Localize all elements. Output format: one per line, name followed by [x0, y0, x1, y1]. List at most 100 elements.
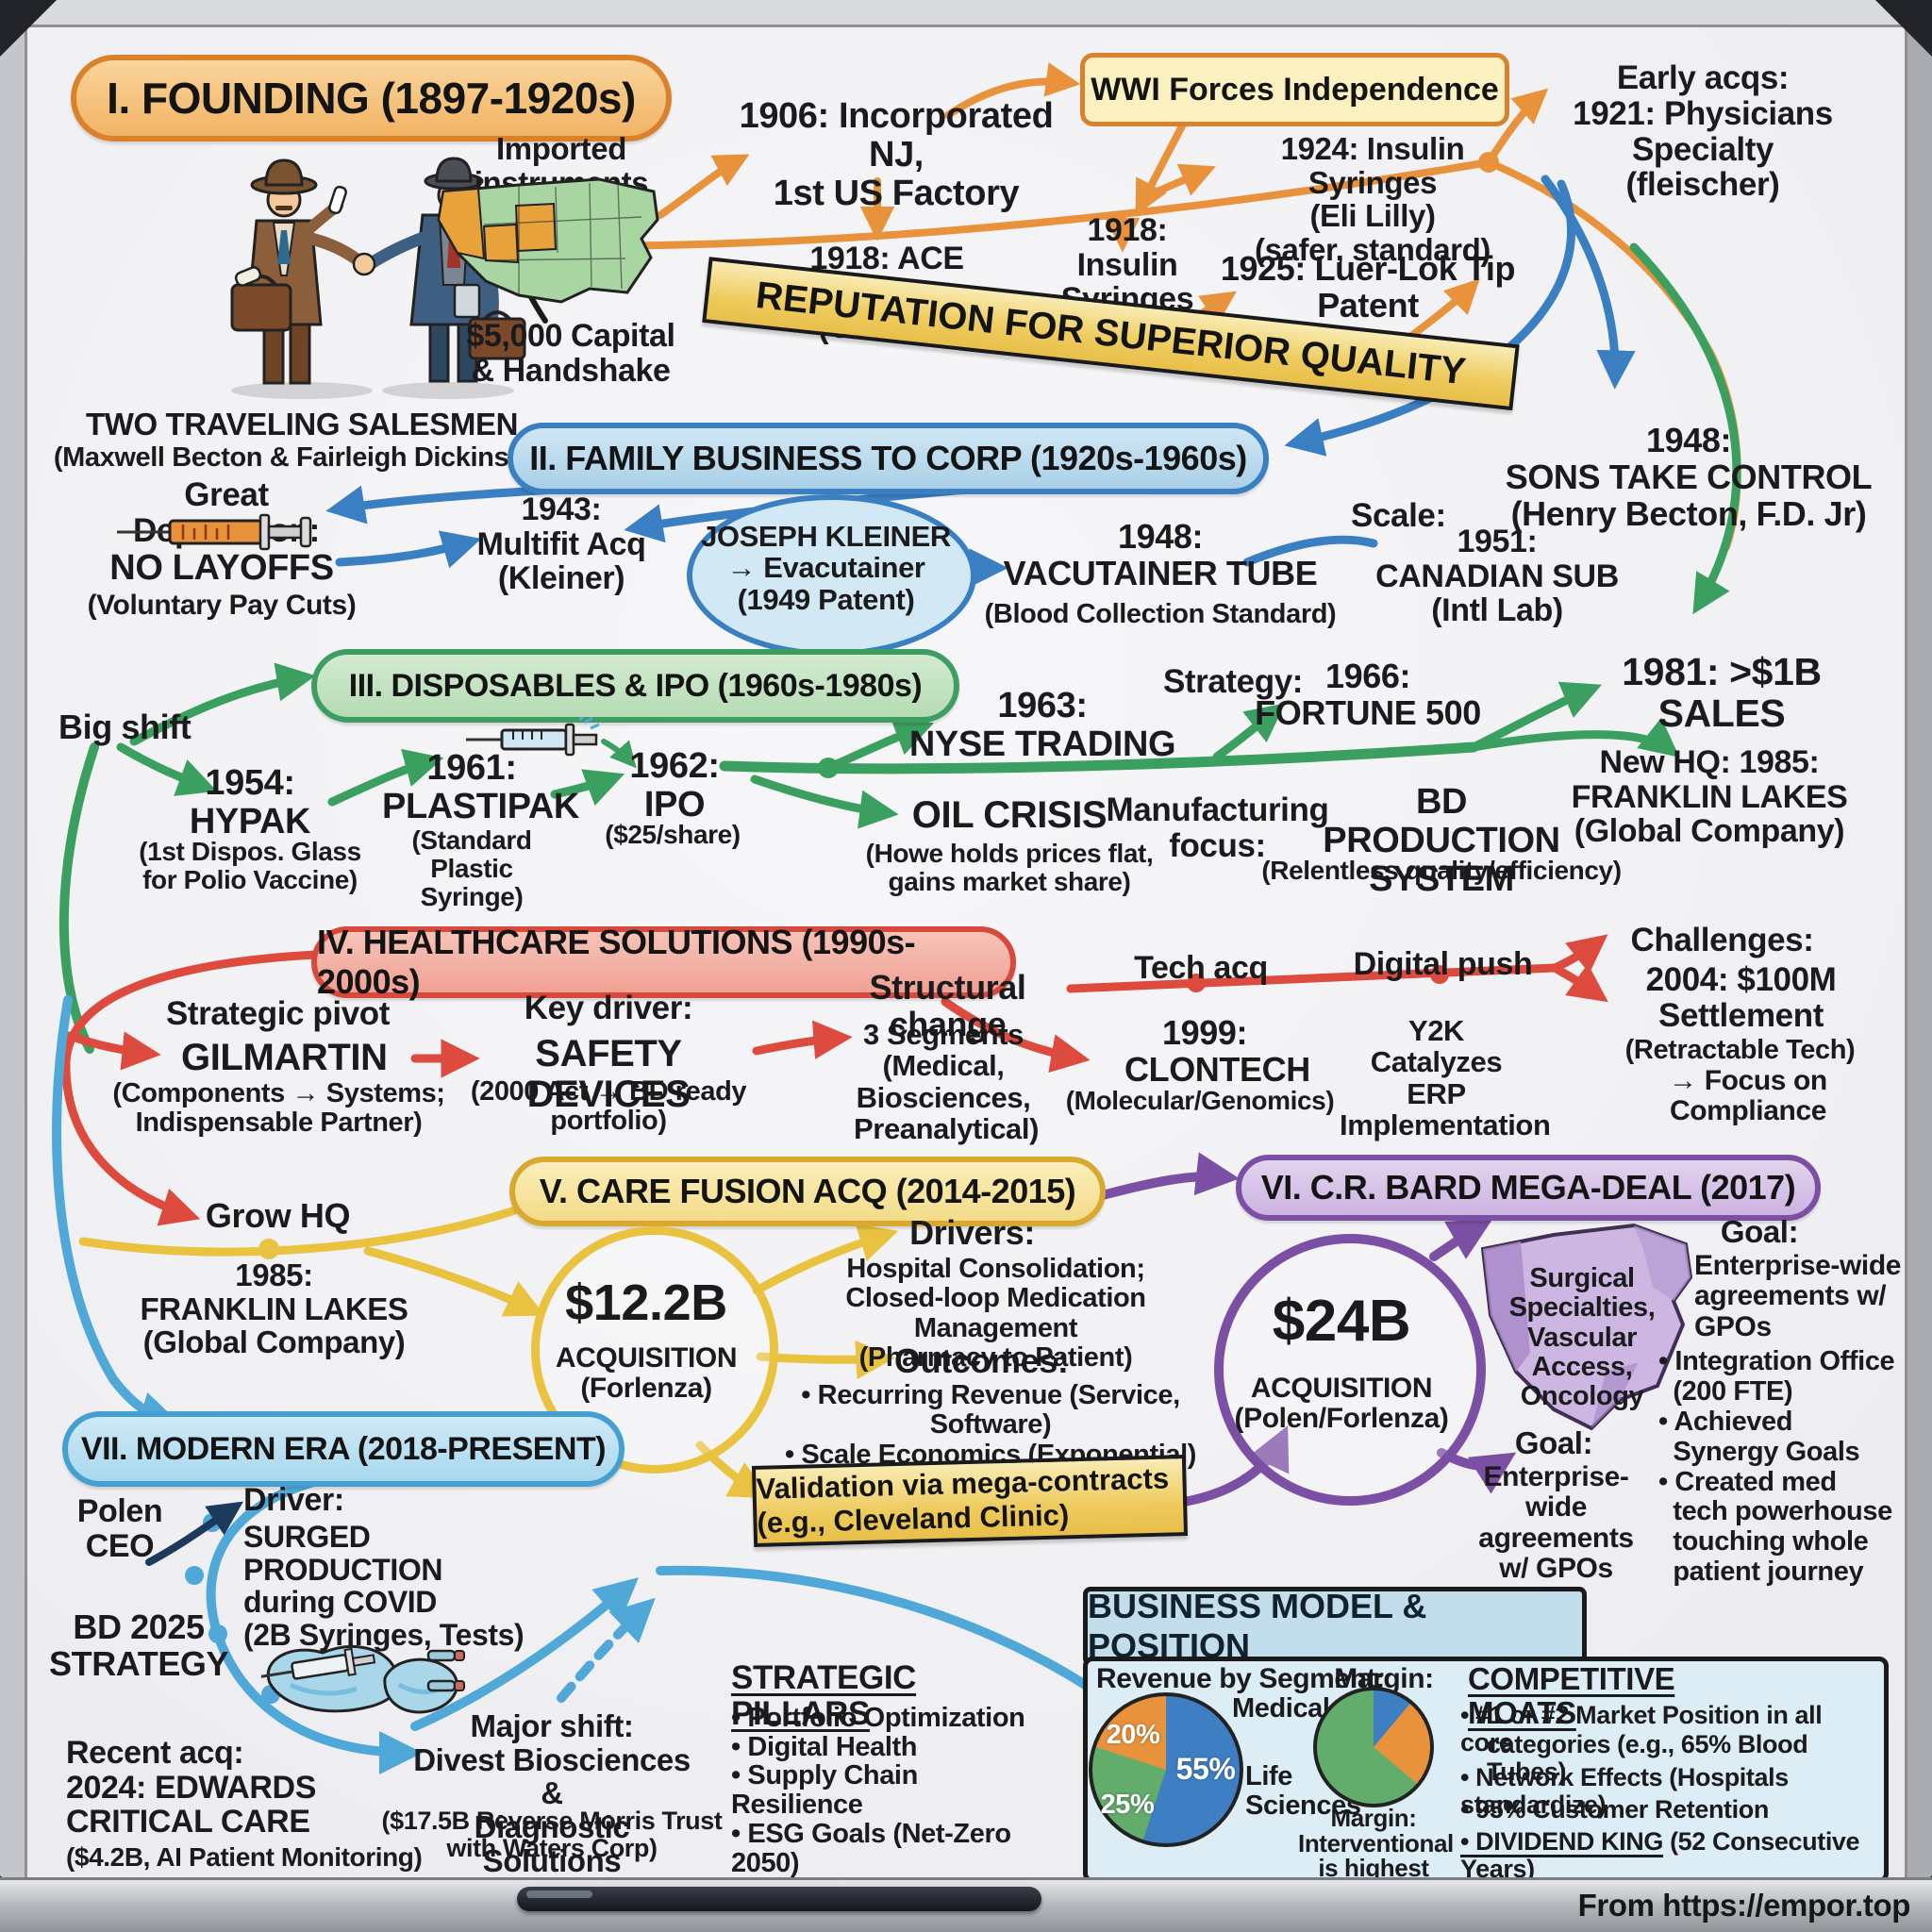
revenue-by-segment-label: Revenue by Segment: — [1096, 1663, 1385, 1694]
moat-customer-retention: • 95% Customer Retention — [1460, 1795, 1769, 1824]
crbard-amount-sub: ACQUISITION (Polen/Forlenza) — [1234, 1373, 1449, 1435]
section-2-family-business-header: II. FAMILY BUSINESS TO CORP (1920s-1960s… — [508, 423, 1269, 494]
dividend-king-label: • DIVIDEND KING — [1460, 1827, 1663, 1856]
business-model-box-title: BUSINESS MODEL & POSITION — [1083, 1587, 1587, 1666]
node-edwards-sub: ($4.2B, AI Patient Monitoring) — [66, 1842, 423, 1872]
label-grow-hq: Grow HQ — [205, 1196, 351, 1235]
section-5-carefusion-header: V. CARE FUSION ACQ (2014-2015) — [509, 1157, 1106, 1226]
node-1948-sons-take-control: 1948: SONS TAKE CONTROL (Henry Becton, F… — [1505, 421, 1873, 533]
section-3-disposables-header: III. DISPOSABLES & IPO (1960s-1980s) — [311, 649, 959, 723]
label-strategic-pivot: Strategic pivot — [165, 995, 391, 1032]
moat-market-position-2: categories (e.g., 65% Blood Tubes) — [1487, 1730, 1808, 1787]
node-plastipak-sub: (Standard Plastic Syringe) — [411, 825, 532, 912]
node-1943-multifit: 1943: Multifit Acq (Kleiner) — [476, 491, 646, 597]
node-focus-compliance: → Focus on Compliance — [1669, 1065, 1827, 1127]
node-gilmartin-sub: (Components → Systems; Indispensable Par… — [112, 1078, 445, 1139]
crbard-amount: $24B — [1272, 1289, 1411, 1354]
node-polen-ceo: Polen CEO — [76, 1493, 163, 1564]
moat-network-effects: • Network Effects (Hospitals standardize… — [1460, 1763, 1789, 1820]
node-1966-fortune500: 1966: FORTUNE 500 — [1255, 657, 1481, 732]
credit-watermark: From https://empor.top — [1577, 1888, 1911, 1923]
node-1924-insulin-syringes: 1924: Insulin Syringes (Eli Lilly) (safe… — [1255, 131, 1491, 267]
node-divest-sub: ($17.5B Reverse Morris Trust with Waters… — [381, 1807, 723, 1863]
label-big-shift: Big shift — [58, 708, 192, 746]
label-key-driver: Key driver: — [524, 990, 693, 1026]
gloves-syringe-icon — [260, 1645, 465, 1714]
section-4-healthcare-header: IV. HEALTHCARE SOLUTIONS (1990s-2000s) — [311, 923, 1016, 1001]
label-strategy: Strategy: — [1162, 663, 1304, 700]
node-1951-canadian-sub: 1951: CANADIAN SUB (Intl Lab) — [1375, 524, 1619, 629]
node-1906-incorporated: 1906: Incorporated NJ, 1st US Factory — [739, 96, 1054, 214]
node-bd-2025-strategy: BD 2025 STRATEGY — [49, 1607, 229, 1683]
node-2024-edwards: Recent acq: 2024: EDWARDS CRITICAL CARE — [66, 1735, 316, 1840]
node-1963-nyse: 1963: NYSE TRADING — [908, 686, 1176, 765]
validation-banner: Validation via mega-contracts (e.g., Cle… — [751, 1454, 1189, 1548]
pie-legend-medical: Medical — [1232, 1693, 1330, 1724]
margin-pie-chart — [1313, 1687, 1434, 1807]
salesmen-names: (Maxwell Becton & Fairleigh Dickinson) — [53, 442, 551, 473]
node-ipo-sub: ($25/share) — [605, 820, 741, 849]
node-1954-hypak: 1954: HYPAK — [189, 763, 311, 842]
carefusion-amount: $12.2B — [565, 1274, 727, 1331]
node-safety-devices: SAFETY DEVICES — [526, 1033, 691, 1116]
crbard-amount-circle — [1214, 1234, 1486, 1506]
node-joseph-kleiner: JOSEPH KLEINER → Evacutainer (1949 Paten… — [701, 520, 951, 616]
node-covid-production: SURGED PRODUCTION during COVID (2B Syrin… — [243, 1520, 525, 1652]
node-early-acquisitions: Early acqs: 1921: Physicians Specialty (… — [1573, 59, 1833, 204]
node-safety-sub: (2000 Act → BD ready portfolio) — [470, 1076, 747, 1137]
kleiner-evacutainer-ellipse — [687, 494, 976, 657]
node-1985-franklin-lakes-hq: New HQ: 1985: FRANKLIN LAKES (Global Com… — [1571, 744, 1848, 850]
node-goal-top-detail: Enterprise-wide agreements w/ GPOs — [1694, 1250, 1902, 1342]
label-manufacturing-focus: Manufacturing focus: — [1106, 791, 1329, 864]
marker-pen-icon — [517, 1887, 1041, 1911]
node-bd-production-system: BD PRODUCTION SYSTEM — [1323, 782, 1560, 900]
section-1-founding-header: I. FOUNDING (1897-1920s) — [71, 55, 672, 142]
salesmen-caption: TWO TRAVELING SALESMEN — [85, 407, 519, 441]
label-drivers: Drivers: — [909, 1213, 1035, 1252]
label-outcomes: Outcomes: — [894, 1341, 1069, 1380]
node-2004-settlement: 2004: $100M Settlement — [1645, 961, 1837, 1034]
node-1985-franklin-lakes: 1985: FRANKLIN LAKES (Global Company) — [140, 1257, 408, 1360]
moat-dividend-king: • DIVIDEND KING (52 Consecutive Years) — [1460, 1827, 1885, 1883]
competitive-moats-title: COMPETITIVE MOATS — [1468, 1661, 1675, 1730]
node-3-segments: 3 Segments (Medical, Biosciences, Preana… — [854, 1018, 1040, 1146]
section-6-crbard-header: VI. C.R. BARD MEGA-DEAL (2017) — [1236, 1155, 1821, 1221]
wwi-independence-box: WWI Forces Independence — [1080, 53, 1509, 126]
revenue-pie-chart — [1089, 1692, 1243, 1847]
label-challenges: Challenges: — [1630, 922, 1814, 958]
strategic-pillars-title: STRATEGIC PILLARS — [731, 1659, 917, 1732]
node-1925-luer-lok: 1925: Luer-Lok Tip Patent — [1220, 249, 1516, 325]
node-y2k-erp: Y2K Catalyzes ERP Implementation — [1340, 1014, 1551, 1142]
node-1999-clontech: 1999: CLONTECH — [1124, 1013, 1310, 1089]
moat-market-position: • #1 or #2 Market Position in all core — [1460, 1701, 1823, 1757]
label-goal-bottom: Goal: — [1514, 1425, 1593, 1460]
node-bard-bullets: • Integration Office (200 FTE) • Achieve… — [1658, 1346, 1895, 1588]
node-major-shift-divest: Major shift: Divest Biosciences & Diagno… — [413, 1708, 691, 1878]
margin-caption: Margin: Interventional is highest — [1298, 1804, 1454, 1883]
node-bard-segments: Surgical Specialties, Vascular Access, O… — [1508, 1263, 1656, 1412]
node-1962-ipo: 1962: IPO — [629, 746, 720, 825]
label-digital-push: Digital push — [1353, 946, 1533, 982]
pie-label-20pct: 20% — [1106, 1720, 1160, 1750]
us-map-purple-icon — [1480, 1223, 1693, 1431]
section-7-modern-era-header: VII. MODERN ERA (2018-PRESENT) — [62, 1411, 625, 1487]
node-oil-crisis-sub: (Howe holds prices flat, gains market sh… — [865, 839, 1154, 897]
node-vacutainer-sub: (Blood Collection Standard) — [984, 599, 1337, 629]
node-hypak-sub: (1st Dispos. Glass for Polio Vaccine) — [139, 837, 361, 895]
label-structural-change: Structural change — [869, 968, 1026, 1043]
node-voluntary-pay-cuts: (Voluntary Pay Cuts) — [87, 590, 357, 621]
label-goal-top: Goal: — [1720, 1214, 1799, 1249]
label-driver: Driver: — [243, 1482, 344, 1518]
node-clontech-sub: (Molecular/Genomics) — [1065, 1086, 1335, 1115]
node-1948-vacutainer: 1948: VACUTAINER TUBE — [1003, 517, 1318, 592]
node-settlement-sub: (Retractable Tech) — [1624, 1035, 1856, 1065]
label-tech-acq: Tech acq — [1134, 950, 1268, 986]
node-no-layoffs: NO LAYOFFS — [109, 548, 334, 588]
syringe-icon — [117, 513, 312, 551]
node-oil-crisis: OIL CRISIS — [911, 794, 1108, 836]
node-goal-bottom-detail: Enterprise-wide agreements w/ GPOs — [1478, 1461, 1634, 1585]
pie-label-55pct: 55% — [1175, 1752, 1236, 1786]
node-1981-1b-sales: 1981: >$1B SALES — [1622, 650, 1822, 736]
node-bdps-sub: (Relentless quality/efficiency) — [1261, 856, 1622, 885]
